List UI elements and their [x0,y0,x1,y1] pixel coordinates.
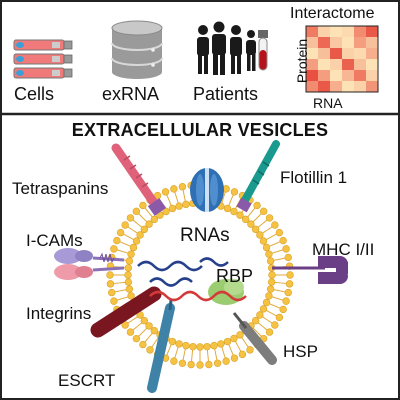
mhc-label: MHC I/II [312,240,375,259]
flotillin-protein [236,140,280,213]
heatmap-cell [342,48,355,60]
tetraspanins-label: Tetraspanins [12,179,109,198]
heatmap-cell [330,59,343,71]
heatmap-cell [342,70,355,82]
heatmap-cell [318,26,331,38]
database-icon [111,20,163,79]
icam-protein [54,248,125,280]
heatmap-cell [354,37,367,49]
mhc-protein [272,256,348,284]
heatmap-y-axis-label: Protein [294,38,311,84]
flotillin-label: Flotillin 1 [280,168,348,187]
heatmap-cell [342,26,355,38]
cells-label: Cells [14,84,55,104]
heatmap-cell [306,37,319,49]
heatmap-cell [318,48,331,60]
rnas-label: RNAs [180,225,230,246]
patients-icon [197,21,256,75]
heatmap-cell [306,70,319,82]
heatmap-cell [306,26,319,38]
hsp-protein [232,312,277,365]
exrna-label: exRNA [102,84,160,104]
cell-culture-flasks-icon [13,39,73,79]
integrin-protein [90,286,162,338]
heatmap-cell [330,37,343,49]
heatmap-cell [366,70,379,82]
heatmap-cell [354,81,367,93]
tetraspanin-protein [111,143,167,216]
heatmap-cell [354,26,367,38]
rbp-label: RBP [216,266,254,286]
heatmap-cell [318,70,331,82]
vesicle-panel-title: EXTRACELLULAR VESICLES [71,120,329,140]
membrane-channel-protein [190,168,224,212]
heatmap-cell [318,59,331,71]
heatmap-cell [366,59,379,71]
heatmap-cell [306,59,319,71]
hsp-label: HSP [283,342,318,361]
icams-label: I-CAMs [26,231,83,250]
heatmap-cell [330,70,343,82]
heatmap-cell [330,48,343,60]
heatmap-cell [306,48,319,60]
heatmap-cell [366,37,379,49]
heatmap-cell [318,81,331,93]
escrt-protein [147,299,175,393]
heatmap-cell [330,26,343,38]
blood-tube-icon [258,30,268,71]
rna-red-strand [149,290,247,302]
heatmap-cell [342,59,355,71]
heatmap-cell [366,81,379,93]
integrins-label: Integrins [26,304,92,323]
interactome-heatmap [306,26,379,93]
escrt-label: ESCRT [58,371,116,390]
interactome-title: Interactome [290,5,375,22]
heatmap-cell [330,81,343,93]
rna-blue-strands [137,257,229,287]
heatmap-cell [366,26,379,38]
patients-label: Patients [193,84,259,104]
heatmap-cell [318,37,331,49]
heatmap-cell [354,70,367,82]
heatmap-cell [342,37,355,49]
heatmap-frame [305,25,379,93]
heatmap-cell [366,48,379,60]
heatmap-cell [306,81,319,93]
heatmap-x-axis-label: RNA [313,95,343,111]
heatmap-cell [354,59,367,71]
heatmap-cell [342,81,355,93]
heatmap-cell [354,48,367,60]
